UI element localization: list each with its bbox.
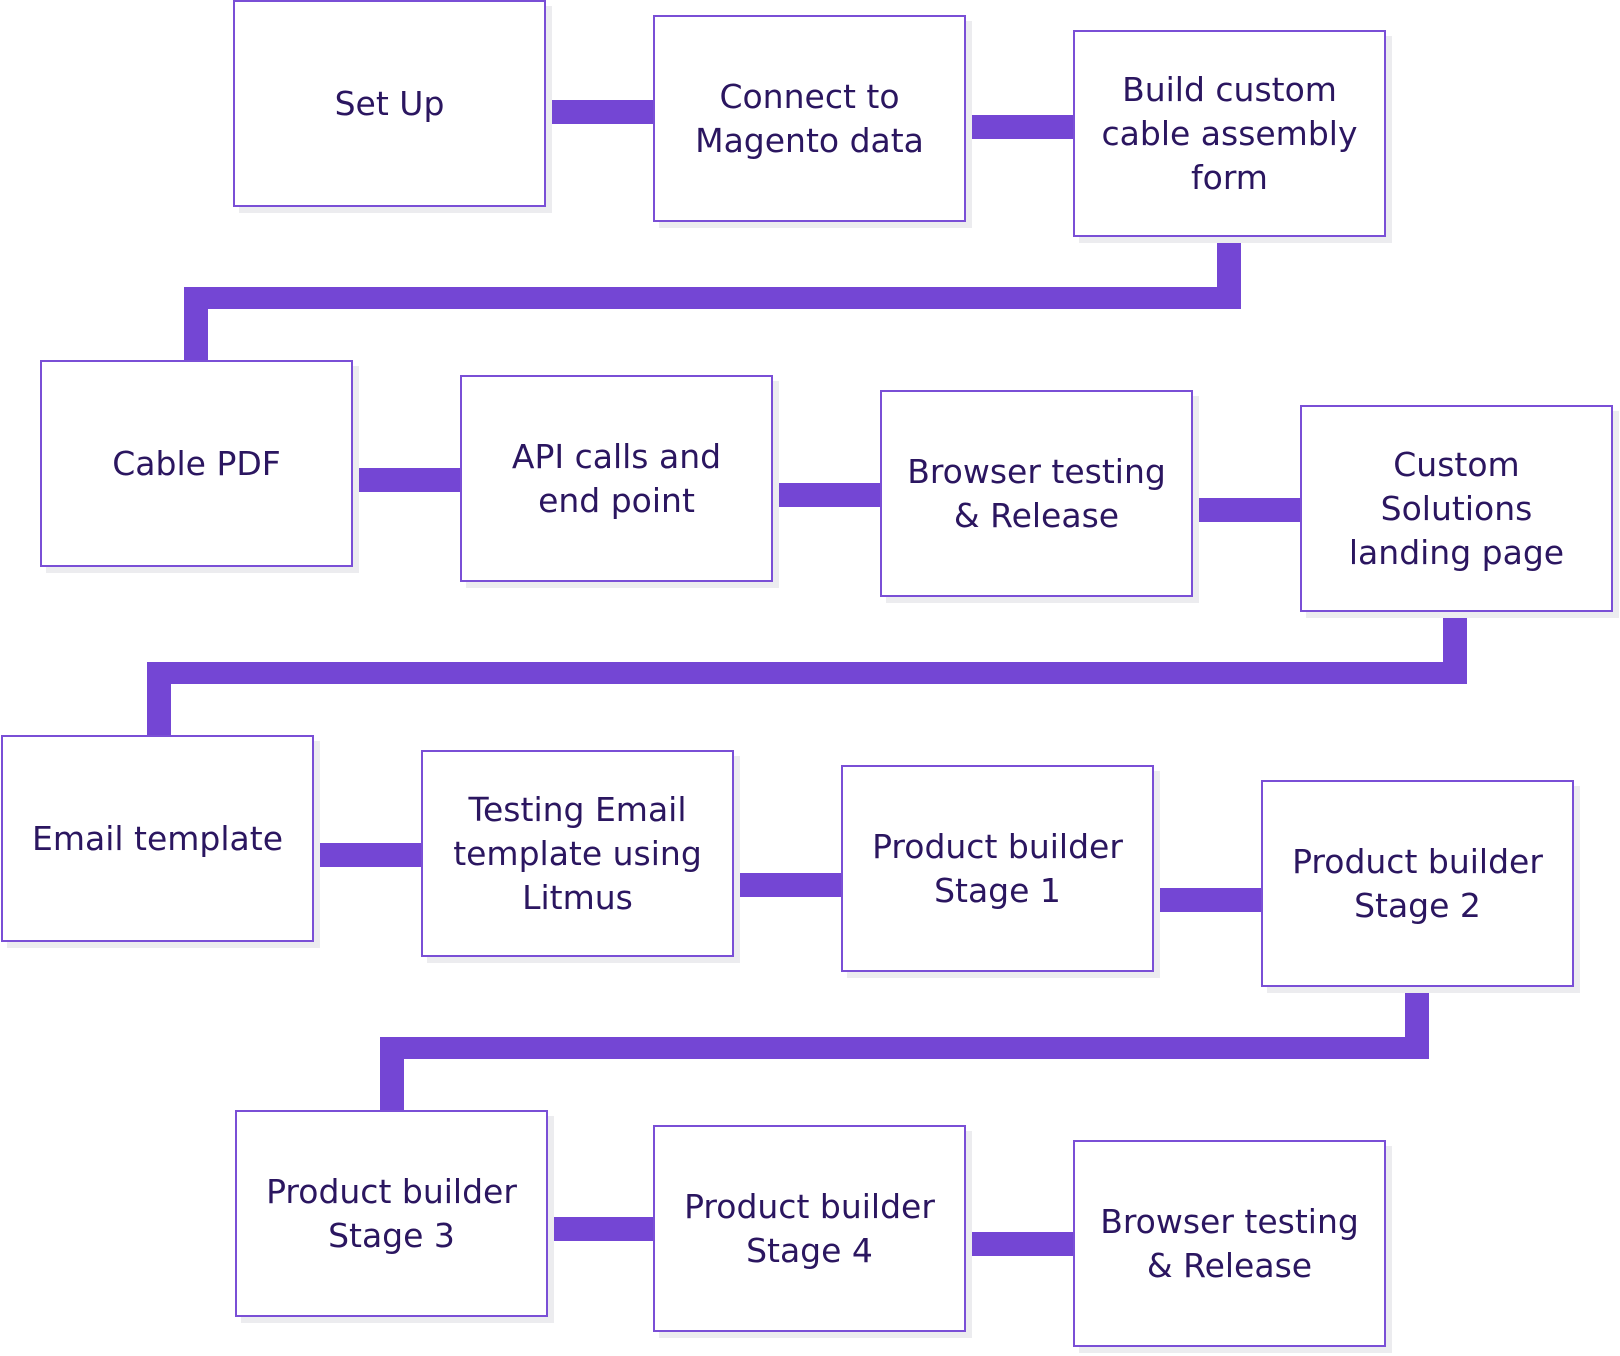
step-box-product-builder-3: Product builder Stage 3 xyxy=(235,1110,548,1317)
step-label-line: Stage 2 xyxy=(1354,885,1481,925)
step-label-line: end point xyxy=(538,480,695,520)
connector xyxy=(546,100,654,124)
step-label: Product builder Stage 1 xyxy=(864,825,1131,913)
step-label-line: Custom xyxy=(1393,444,1520,484)
step-box-set-up: Set Up xyxy=(233,0,546,207)
step-label-line: form xyxy=(1191,157,1268,197)
connector xyxy=(380,1037,404,1111)
step-label-line: Browser testing xyxy=(907,451,1166,491)
step-box-build-form: Build custom cable assembly form xyxy=(1073,30,1386,237)
connector xyxy=(1193,498,1301,522)
step-label-line: cable assembly xyxy=(1101,113,1358,153)
connector xyxy=(353,468,461,492)
step-label-line: Product builder xyxy=(872,826,1123,866)
connector xyxy=(966,1232,1074,1256)
connector xyxy=(734,873,842,897)
connector xyxy=(314,843,422,867)
step-box-browser-testing-2: Browser testing & Release xyxy=(1073,1140,1386,1347)
step-label-line: Set Up xyxy=(334,83,445,123)
step-label: Product builder Stage 4 xyxy=(676,1185,943,1273)
step-box-browser-testing-1: Browser testing & Release xyxy=(880,390,1193,597)
step-label: Testing Email template using Litmus xyxy=(445,788,710,920)
step-label: Email template xyxy=(24,817,291,861)
step-label-line: Magento data xyxy=(695,120,924,160)
step-label-line: Build custom xyxy=(1122,69,1337,109)
step-label-line: Product builder xyxy=(1292,841,1543,881)
step-box-product-builder-2: Product builder Stage 2 xyxy=(1261,780,1574,987)
step-box-testing-email: Testing Email template using Litmus xyxy=(421,750,734,957)
step-label-line: Connect to xyxy=(719,76,900,116)
step-label-line: Product builder xyxy=(684,1186,935,1226)
step-label-line: Litmus xyxy=(522,877,633,917)
step-label-line: Testing Email xyxy=(468,789,687,829)
step-label-line: & Release xyxy=(1146,1245,1313,1285)
step-box-product-builder-4: Product builder Stage 4 xyxy=(653,1125,966,1332)
connector xyxy=(1154,888,1262,912)
step-label-line: Browser testing xyxy=(1100,1201,1359,1241)
step-label-line: Email template xyxy=(31,818,283,858)
step-label: Product builder Stage 2 xyxy=(1284,840,1551,928)
step-box-product-builder-1: Product builder Stage 1 xyxy=(841,765,1154,972)
step-label-line: API calls and xyxy=(511,436,722,476)
step-label: Custom Solutions landing page xyxy=(1341,443,1572,575)
step-label-line: Cable PDF xyxy=(112,443,281,483)
connector xyxy=(380,1037,1429,1059)
step-box-api-calls: API calls and end point xyxy=(460,375,773,582)
step-label: Browser testing & Release xyxy=(1092,1200,1367,1288)
step-box-landing-page: Custom Solutions landing page xyxy=(1300,405,1613,612)
step-box-email-template: Email template xyxy=(1,735,314,942)
step-label: API calls and end point xyxy=(504,435,729,523)
step-label: Browser testing & Release xyxy=(899,450,1174,538)
connector xyxy=(147,662,1467,684)
connector xyxy=(773,483,881,507)
step-box-connect-magento: Connect to Magento data xyxy=(653,15,966,222)
connector xyxy=(966,115,1074,139)
step-label-line: Stage 4 xyxy=(746,1230,873,1270)
step-label-line: Product builder xyxy=(266,1171,517,1211)
step-label: Build custom cable assembly form xyxy=(1094,68,1366,200)
connector xyxy=(546,1217,654,1241)
step-label-line: Stage 3 xyxy=(328,1215,455,1255)
step-label-line: template using xyxy=(453,833,702,873)
step-label-line: landing page xyxy=(1348,532,1565,572)
step-label-line: Solutions xyxy=(1380,488,1533,528)
step-label: Cable PDF xyxy=(104,442,288,486)
connector xyxy=(184,287,208,361)
step-label: Set Up xyxy=(327,82,453,126)
step-box-cable-pdf: Cable PDF xyxy=(40,360,353,567)
connector xyxy=(147,662,171,736)
step-label-line: Stage 1 xyxy=(934,870,1061,910)
step-label: Product builder Stage 3 xyxy=(258,1170,525,1258)
connector xyxy=(184,287,1241,309)
step-label-line: & Release xyxy=(953,495,1120,535)
step-label: Connect to Magento data xyxy=(687,75,932,163)
